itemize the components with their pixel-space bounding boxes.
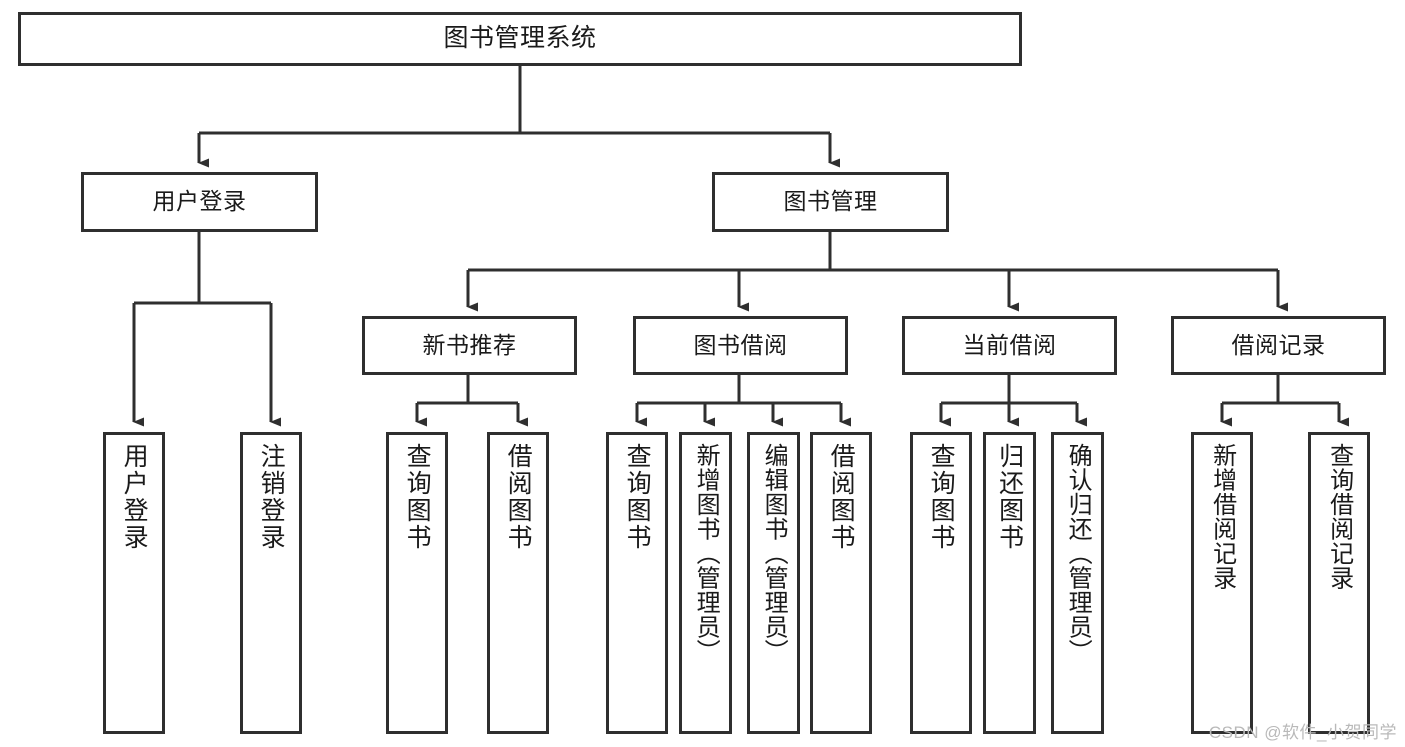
leaf-add-borrow-record[interactable]: 新增借阅记录 [1191, 432, 1253, 734]
node-label: 用户登录 [120, 443, 149, 551]
leaf-borrow-book-new[interactable]: 借阅图书 [487, 432, 549, 734]
node-user-login[interactable]: 用户登录 [81, 172, 318, 232]
leaf-borrow-book[interactable]: 借阅图书 [810, 432, 872, 734]
node-root-book-management-system[interactable]: 图书管理系统 [18, 12, 1022, 66]
leaf-user-logout[interactable]: 注销登录 [240, 432, 302, 734]
leaf-return-book[interactable]: 归还图书 [983, 432, 1036, 734]
node-label: 图书管理系统 [443, 24, 597, 53]
leaf-query-book-new[interactable]: 查询图书 [386, 432, 448, 734]
node-borrow-record[interactable]: 借阅记录 [1171, 316, 1386, 375]
node-label: 新增借阅记录 [1208, 443, 1236, 590]
node-label: 查询图书 [927, 443, 956, 551]
leaf-edit-book-admin[interactable]: 编辑图书（管理员） [747, 432, 800, 734]
leaf-query-borrow-record[interactable]: 查询借阅记录 [1308, 432, 1370, 734]
node-label: 注销登录 [257, 443, 286, 551]
node-label: 查询借阅记录 [1325, 443, 1353, 590]
node-label: 图书借阅 [693, 331, 788, 358]
node-label: 确认归还（管理员） [1064, 443, 1092, 664]
node-label: 查询图书 [403, 443, 432, 551]
node-label: 新增图书（管理员） [692, 443, 720, 664]
node-label: 借阅图书 [504, 443, 533, 551]
node-label: 用户登录 [152, 188, 247, 215]
node-label: 借阅图书 [827, 443, 856, 551]
node-book-borrow[interactable]: 图书借阅 [633, 316, 848, 375]
leaf-confirm-return-admin[interactable]: 确认归还（管理员） [1051, 432, 1104, 734]
csdn-watermark: CSDN @软件_小贺同学 [1208, 723, 1397, 742]
node-label: 图书管理 [783, 188, 878, 215]
leaf-add-book-admin[interactable]: 新增图书（管理员） [679, 432, 732, 734]
node-label: 编辑图书（管理员） [760, 443, 788, 664]
node-label: 新书推荐 [422, 331, 517, 358]
node-book-management[interactable]: 图书管理 [712, 172, 949, 232]
node-current-borrow[interactable]: 当前借阅 [902, 316, 1117, 375]
leaf-user-login[interactable]: 用户登录 [103, 432, 165, 734]
node-new-book-recommend[interactable]: 新书推荐 [362, 316, 577, 375]
leaf-query-book-current[interactable]: 查询图书 [910, 432, 972, 734]
node-label: 当前借阅 [962, 331, 1057, 358]
node-label: 归还图书 [995, 443, 1024, 551]
node-label: 借阅记录 [1231, 331, 1326, 358]
leaf-query-book-borrow[interactable]: 查询图书 [606, 432, 668, 734]
node-label: 查询图书 [623, 443, 652, 551]
